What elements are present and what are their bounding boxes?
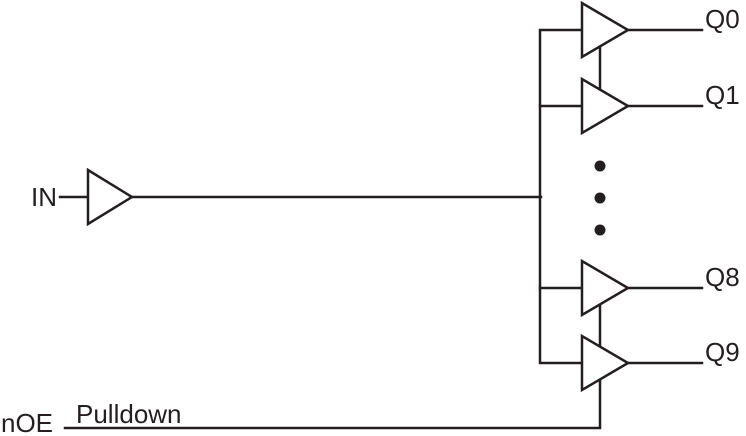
- enable-label: nOE: [1, 408, 53, 436]
- output-buffer-q1-icon: [580, 76, 631, 136]
- output-buffer-q9-icon: [580, 333, 631, 393]
- ellipsis-dots-icon: [594, 160, 606, 236]
- ellipsis-dot: [594, 160, 606, 172]
- output-label-q9: Q9: [705, 337, 740, 367]
- output-label-q8: Q8: [705, 262, 740, 292]
- wires-group: [58, 28, 704, 430]
- input-buffer-icon: [86, 167, 135, 227]
- output-label-q1: Q1: [705, 80, 740, 110]
- wire-distribution-rail: [538, 28, 584, 365]
- output-label-q0: Q0: [705, 4, 740, 34]
- wire-enable-pulldown-rail: [63, 300, 602, 430]
- output-buffer-q0-icon: [580, 0, 631, 60]
- buffers-group: [86, 0, 631, 393]
- output-buffer-q8-icon: [580, 258, 631, 318]
- ellipsis-dot: [594, 224, 606, 236]
- input-label: IN: [31, 182, 57, 212]
- pulldown-label: Pulldown: [76, 399, 182, 429]
- labels-group: IN Q0 Q1 Q8 Q9 Pulldown nOE: [1, 4, 740, 436]
- ellipsis-dot: [594, 192, 606, 204]
